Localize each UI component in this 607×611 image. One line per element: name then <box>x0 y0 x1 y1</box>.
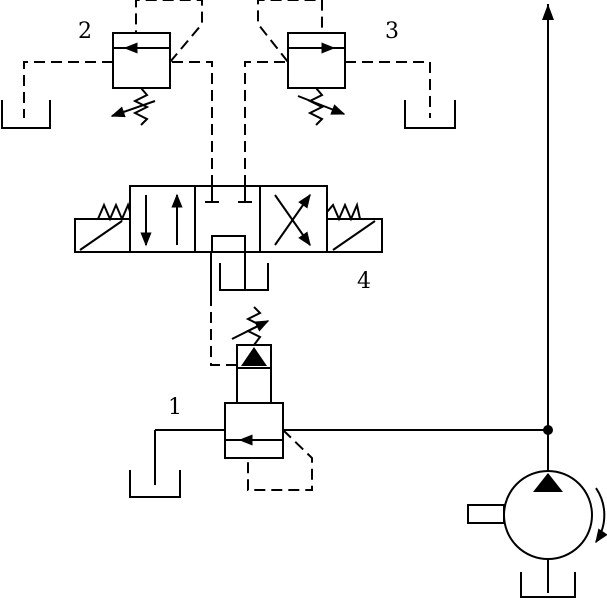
tank-pump <box>520 572 576 598</box>
label-2: 2 <box>78 19 92 44</box>
hydraulic-pump <box>467 470 607 593</box>
label-1: 1 <box>168 395 182 420</box>
relief-valve-2 <box>23 0 203 126</box>
relief-valve-1 <box>154 306 313 491</box>
label-3: 3 <box>385 19 399 44</box>
pilot-line-left <box>170 61 213 186</box>
directional-valve-4 <box>74 185 383 298</box>
relief-valve-3 <box>257 0 431 126</box>
tank-valve-1 <box>129 470 181 498</box>
label-4: 4 <box>357 269 371 294</box>
pilot-line-main <box>210 252 237 366</box>
tank-valve-3 <box>404 100 456 129</box>
main-pressure-line <box>284 4 554 470</box>
tank-valve-4 <box>219 252 269 291</box>
pilot-line-right <box>244 61 288 186</box>
tank-valve-2 <box>1 100 51 129</box>
